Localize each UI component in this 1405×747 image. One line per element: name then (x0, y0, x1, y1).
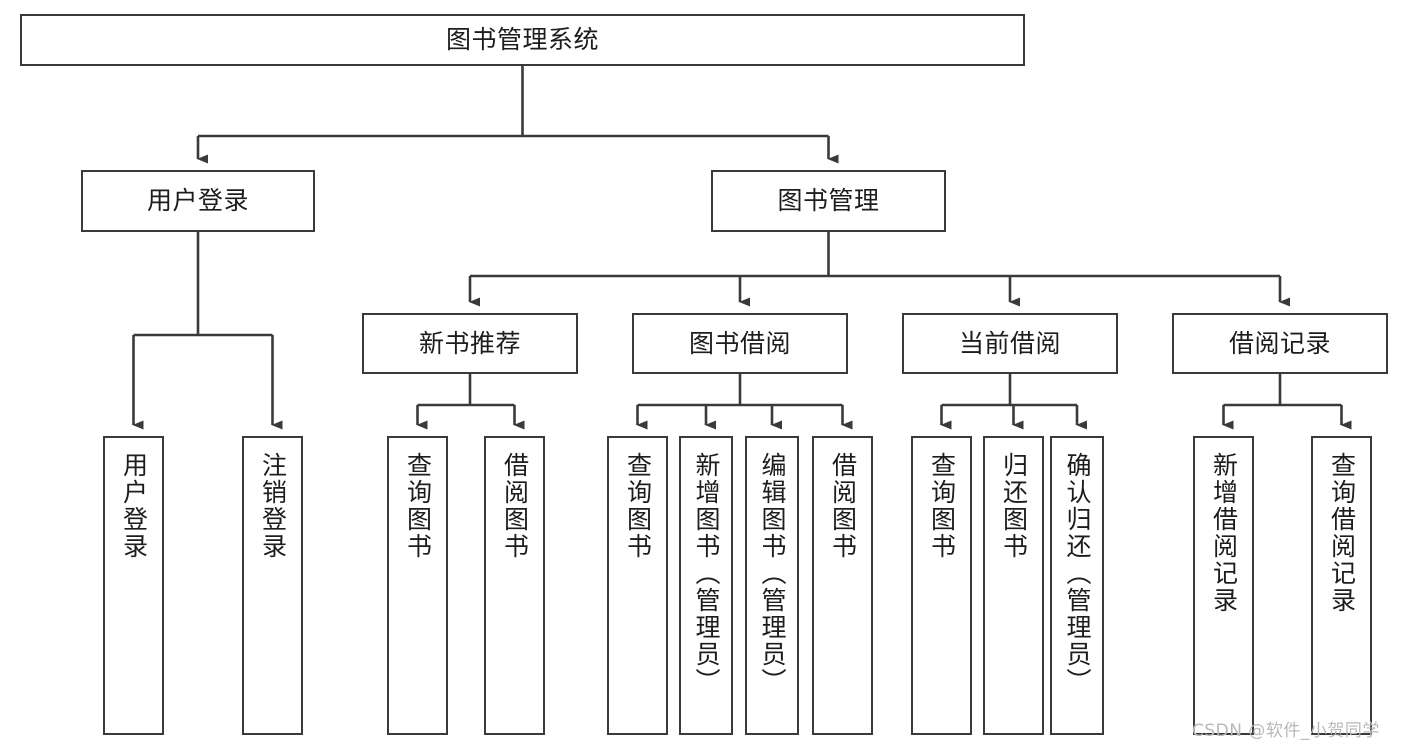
node-label: 查询图书 (403, 452, 433, 560)
node-label: 归还图书 (999, 452, 1029, 560)
node-label: 确认归还（管理员） (1063, 452, 1092, 695)
node-label: 查询图书 (927, 452, 957, 560)
node-label: 新增图书（管理员） (692, 452, 721, 695)
node-label: 编辑图书（管理员） (758, 452, 787, 695)
node-leaf-user-login[interactable]: 用户登录 (103, 436, 164, 735)
node-leaf-add-record[interactable]: 新增借阅记录 (1193, 436, 1254, 735)
node-label: 查询借阅记录 (1327, 452, 1357, 614)
node-book-manage[interactable]: 图书管理 (711, 170, 946, 232)
node-label: 注销登录 (258, 452, 288, 560)
node-leaf-confirm-return[interactable]: 确认归还（管理员） (1050, 436, 1104, 735)
node-label: 当前借阅 (958, 328, 1061, 358)
node-book-borrow[interactable]: 图书借阅 (632, 313, 848, 374)
node-label: 用户登录 (119, 452, 149, 560)
node-new-book-recommend[interactable]: 新书推荐 (362, 313, 578, 374)
node-label: 新书推荐 (418, 328, 521, 358)
node-leaf-borrow-book-2[interactable]: 借阅图书 (812, 436, 873, 735)
node-leaf-query-record[interactable]: 查询借阅记录 (1311, 436, 1372, 735)
node-label: 查询图书 (623, 452, 653, 560)
node-label: 用户登录 (146, 186, 249, 216)
node-leaf-query-book-2[interactable]: 查询图书 (607, 436, 668, 735)
node-leaf-return-book[interactable]: 归还图书 (983, 436, 1044, 735)
node-leaf-add-book[interactable]: 新增图书（管理员） (679, 436, 733, 735)
node-current-borrow[interactable]: 当前借阅 (902, 313, 1118, 374)
node-leaf-query-book-1[interactable]: 查询图书 (387, 436, 448, 735)
node-leaf-logout-login[interactable]: 注销登录 (242, 436, 303, 735)
node-leaf-query-book-3[interactable]: 查询图书 (911, 436, 972, 735)
node-label: 图书借阅 (688, 328, 791, 358)
node-leaf-edit-book[interactable]: 编辑图书（管理员） (745, 436, 799, 735)
node-label: 图书管理 (777, 186, 880, 216)
node-user-login[interactable]: 用户登录 (81, 170, 315, 232)
node-root[interactable]: 图书管理系统 (20, 14, 1025, 66)
node-label: 借阅记录 (1228, 328, 1331, 358)
node-label: 图书管理系统 (445, 25, 599, 55)
node-label: 新增借阅记录 (1209, 452, 1239, 614)
node-leaf-borrow-book-1[interactable]: 借阅图书 (484, 436, 545, 735)
node-label: 借阅图书 (500, 452, 530, 560)
node-label: 借阅图书 (828, 452, 858, 560)
node-borrow-record[interactable]: 借阅记录 (1172, 313, 1388, 374)
